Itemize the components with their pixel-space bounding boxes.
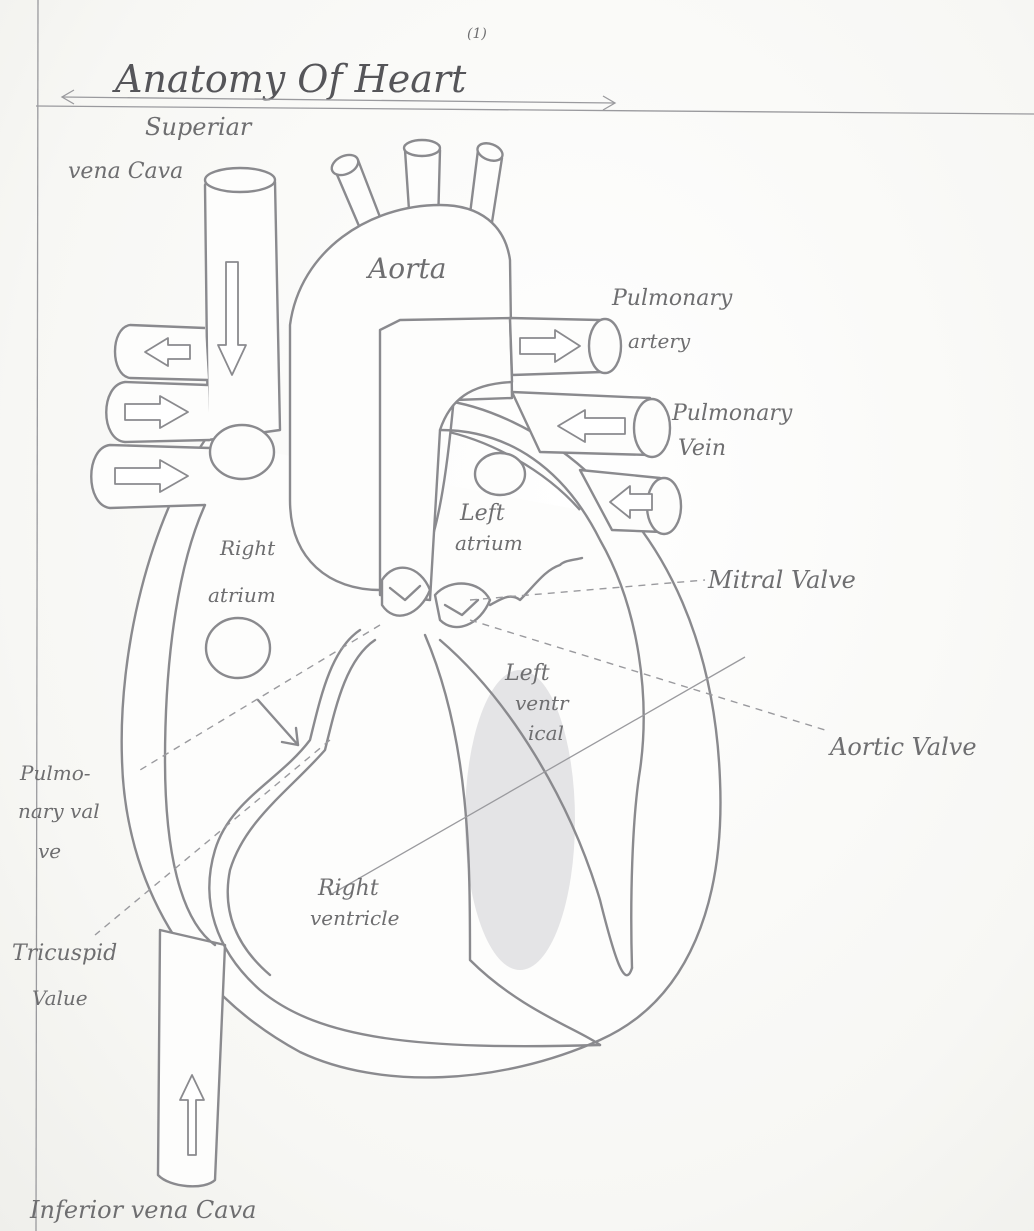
label-aortic-valve: Aortic Valve — [828, 733, 977, 761]
left-atrium-opening — [475, 453, 525, 495]
label-left-ventricle-line2: ventr — [515, 691, 570, 715]
label-inferior-vena-cava: Inferior vena Cava — [29, 1196, 256, 1224]
label-right-ventricle-line1: Right — [317, 876, 379, 901]
right-pulmonary-veins — [91, 325, 210, 508]
label-aorta: Aorta — [365, 252, 446, 285]
label-pulmonary-valve-line1: Pulmo- — [19, 761, 91, 785]
label-pulmonary-valve-line2: nary val — [18, 799, 100, 823]
label-pulmonary-artery-line2: artery — [628, 329, 691, 353]
label-right-atrium-line2: atrium — [208, 583, 276, 607]
label-pulmonary-vein-line2: Vein — [678, 436, 726, 461]
label-left-atrium-line1: Left — [459, 501, 505, 526]
label-mitral-valve: Mitral Valve — [707, 566, 856, 594]
coronary-sinus-opening — [206, 618, 270, 678]
label-tricuspid-valve-line2: Value — [32, 986, 88, 1010]
page-number-mark: (1) — [467, 26, 487, 42]
page-margin-line — [36, 0, 38, 1231]
label-superior-vena-cava-line1: Superiar — [145, 113, 253, 141]
label-tricuspid-valve-line1: Tricuspid — [12, 941, 117, 966]
left-ventricle-shading — [465, 670, 575, 970]
label-superior-vena-cava-line2: vena Cava — [68, 159, 183, 184]
label-right-ventricle-line2: ventricle — [310, 906, 399, 930]
pulmonary-artery — [510, 318, 621, 375]
label-pulmonary-vein-line1: Pulmonary — [671, 401, 793, 426]
label-left-ventricle-line1: Left — [504, 661, 550, 686]
superior-vena-cava — [205, 168, 280, 440]
inferior-vena-cava — [158, 930, 225, 1186]
label-left-atrium-line2: atrium — [455, 531, 523, 555]
label-pulmonary-artery-line1: Pulmonary — [611, 286, 733, 311]
label-left-ventricle-line3: ical — [528, 721, 564, 745]
label-pulmonary-valve-line3: ve — [38, 839, 61, 863]
diagram-title: Anatomy Of Heart — [112, 57, 467, 101]
label-right-atrium-line1: Right — [219, 536, 276, 560]
svc-opening — [210, 425, 274, 479]
